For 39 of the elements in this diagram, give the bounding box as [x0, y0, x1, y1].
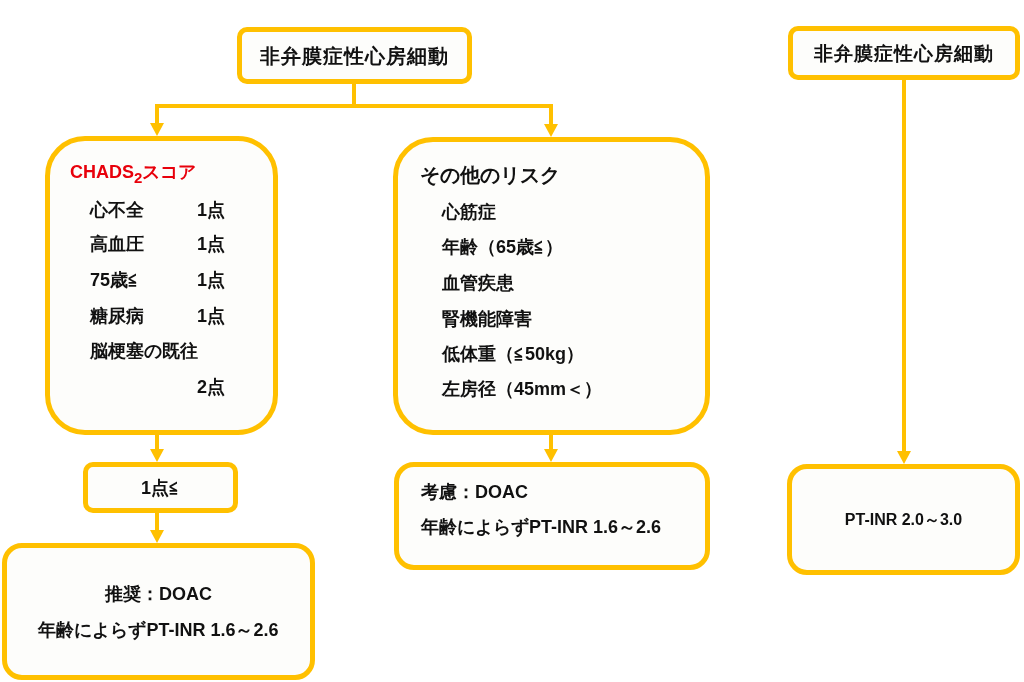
- treatment-box: [787, 464, 1020, 575]
- box-title: 非弁膜症性心房細動: [260, 43, 449, 68]
- treatment-text: 年齢によらずPT-INR 1.6～2.6: [38, 618, 279, 641]
- risk-item: 血管疾患: [442, 272, 514, 294]
- criterion-label: 糖尿病: [90, 305, 144, 327]
- treatment-text: 年齢によらずPT-INR 1.6～2.6: [421, 516, 662, 538]
- points-label: 1点: [197, 269, 225, 291]
- risk-item: 左房径（45mm＜）: [442, 378, 603, 400]
- treatment-text: 推奨：DOAC: [105, 582, 212, 605]
- score-heading: CHADS$_{2}$スコア: [70, 161, 197, 188]
- condition-label: 1点≦: [141, 476, 180, 499]
- treatment-text: 考慮：DOAC: [421, 481, 528, 503]
- points-label: 1点: [197, 199, 225, 221]
- title-box: [788, 26, 1020, 80]
- risk-item: 低体重（≦50kg）: [442, 343, 585, 365]
- risk-box: [393, 137, 710, 435]
- points-label: 2点: [197, 376, 225, 398]
- arrow: [150, 435, 164, 462]
- condition-box: [83, 462, 238, 513]
- treatment-box: [394, 462, 710, 570]
- treatment-text: PT-INR 2.0～3.0: [844, 509, 963, 530]
- box-title: 非弁膜症性心房細動: [814, 41, 994, 65]
- risk-item: 腎機能障害: [442, 308, 532, 330]
- arrow: [150, 513, 164, 543]
- points-label: 1点: [197, 305, 225, 327]
- score-box: [45, 136, 278, 435]
- criterion-label: 高血圧: [90, 233, 144, 255]
- risk-item: 年齢（65歳≦）: [442, 236, 564, 258]
- arrow: [352, 84, 558, 137]
- points-label: 1点: [197, 233, 225, 255]
- arrow: [897, 80, 911, 464]
- arrow: [544, 435, 558, 462]
- criterion-label: 75歳≦: [90, 269, 140, 291]
- title-box: [237, 27, 472, 84]
- box-heading: その他のリスク: [420, 163, 560, 187]
- treatment-box: [2, 543, 315, 680]
- risk-item: 心筋症: [442, 201, 496, 223]
- criterion-label: 脳梗塞の既往: [90, 340, 198, 362]
- criterion-label: 心不全: [90, 199, 144, 221]
